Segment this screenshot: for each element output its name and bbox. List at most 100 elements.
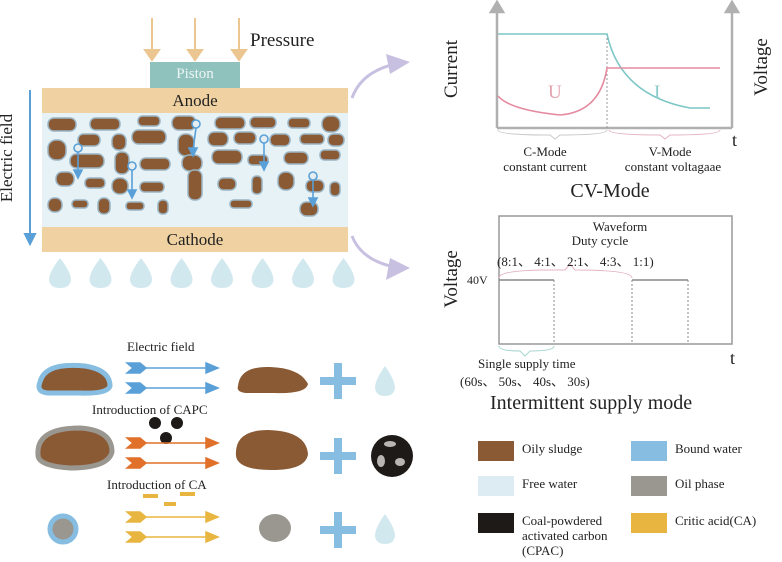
water-migration-arrows <box>72 119 319 208</box>
sludge-particle <box>211 149 243 165</box>
ca-arrows <box>124 510 220 544</box>
sludge-particle <box>111 133 127 151</box>
level-40v-label: 40V <box>467 273 488 287</box>
cv-mode-chart <box>488 0 741 140</box>
oil-droplet-bound-water <box>47 513 79 545</box>
sludge-particle <box>89 117 121 131</box>
curve-i-label: I <box>654 82 661 103</box>
cv-y-right-label: Voltage <box>751 38 772 96</box>
sludge-de-oiled <box>235 430 308 470</box>
legend-label: Coal-powdered activated carbon (CPAC) <box>522 513 608 558</box>
legend-item-critic-acid: Critic acid(CA) <box>631 513 756 533</box>
mechanism-diagram <box>35 361 413 548</box>
water-drop <box>292 258 314 288</box>
voltage-curve <box>497 67 720 116</box>
legend-swatch <box>631 476 667 496</box>
sludge-particle <box>251 175 263 195</box>
v-mode-title: V-Mode <box>648 144 692 159</box>
sludge-particle <box>137 115 161 127</box>
sludge-particle <box>111 177 129 195</box>
cv-axes <box>488 0 741 130</box>
sludge-particle <box>207 131 229 147</box>
legend-item-free-water: Free water <box>478 476 577 496</box>
capc-arrows <box>124 436 220 470</box>
intermittent-title: Intermittent supply mode <box>490 392 693 414</box>
capc-oil-adsorbed-icon <box>371 435 413 477</box>
water-drop <box>170 258 193 288</box>
supply-time-brace <box>498 345 555 357</box>
cathode-plate <box>42 227 348 252</box>
legend-label: Oily sludge <box>522 441 583 456</box>
c-mode-title: C-Mode <box>523 144 567 159</box>
ca-label: Introduction of CA <box>107 477 207 492</box>
v-mode-sub: constant voltagaae <box>624 159 722 174</box>
sludge-particle <box>131 129 167 145</box>
legend-swatch <box>478 513 514 533</box>
c-mode-sub: constant current <box>503 159 587 174</box>
intermittent-x-label: t <box>730 348 736 368</box>
sludge-particle <box>233 131 257 145</box>
sludge-particle <box>229 199 253 209</box>
cv-y-left-label: Current <box>441 39 462 99</box>
flow-arrows <box>350 61 401 270</box>
sludge-particle <box>157 199 169 215</box>
cv-x-label: t <box>732 130 738 150</box>
waveform-label: Waveform <box>592 219 648 234</box>
intermittent-chart <box>498 215 733 357</box>
electric-field-label: Electric field <box>0 113 16 203</box>
sludge-particle <box>277 171 295 191</box>
sludge-particle <box>97 197 111 215</box>
cathode-label: Cathode <box>166 230 224 249</box>
sludge-particle <box>299 201 319 217</box>
capc-particles <box>149 417 183 444</box>
legend-label: Free water <box>522 476 578 491</box>
legend-swatch <box>631 513 667 533</box>
plus-icon <box>320 438 356 474</box>
sludge-particle <box>187 169 203 201</box>
piston-label: Piston <box>176 66 214 82</box>
legend-item-bound-water: Bound water <box>631 441 742 461</box>
legend-label: Critic acid(CA) <box>675 513 757 528</box>
sludge-particle <box>139 181 165 193</box>
duty-cycle-brace <box>498 263 633 279</box>
sludge-particle <box>321 115 341 133</box>
legend-item-cpac: Coal-powdered activated carbon (CPAC) <box>478 513 632 558</box>
sludge-particle <box>84 177 106 189</box>
duty-cycle-values: (8:1、 4:1、 2:1、 4:3、 1:1) <box>497 254 654 269</box>
electric-field-arrows <box>124 361 220 395</box>
piston <box>150 62 240 88</box>
drained-water-drops <box>49 258 355 288</box>
sludge-particle <box>71 199 89 209</box>
duty-cycle-label: Duty cycle <box>571 233 629 248</box>
pressure-arrows <box>143 18 248 62</box>
sludge-particle <box>47 117 77 132</box>
sludge-particle <box>114 151 130 175</box>
ca-particles <box>143 492 195 506</box>
sludge-particle <box>327 133 345 147</box>
electric-field-arrow <box>23 90 37 247</box>
current-curve <box>498 33 710 109</box>
sludge-particle <box>217 177 237 191</box>
sludge-particle <box>249 116 277 129</box>
legend-swatch <box>478 476 514 496</box>
sludge-particle <box>299 133 325 145</box>
sludge-oil-phase <box>35 425 115 471</box>
sludge-particle <box>181 154 203 172</box>
plus-icon <box>320 363 356 399</box>
sludge-bound-water <box>36 362 113 396</box>
flow-arrow-heads <box>386 54 410 280</box>
sludge-particle <box>47 197 63 213</box>
sludge-particle <box>139 157 171 171</box>
sludge-particle <box>55 171 75 187</box>
free-water-drop-icon <box>375 366 395 396</box>
anode-plate <box>42 88 348 113</box>
capc-label: Introduction of CAPC <box>92 402 208 417</box>
sludge-particle <box>69 153 105 169</box>
water-drop <box>130 258 152 288</box>
cv-mode-title: CV-Mode <box>570 180 650 202</box>
sludge-particle <box>287 117 311 129</box>
sludge-dewatered <box>237 366 308 394</box>
pressure-label: Pressure <box>250 30 315 51</box>
mechanism-electric-field-label: Electric field <box>127 339 195 354</box>
sludge-particle <box>305 179 325 193</box>
